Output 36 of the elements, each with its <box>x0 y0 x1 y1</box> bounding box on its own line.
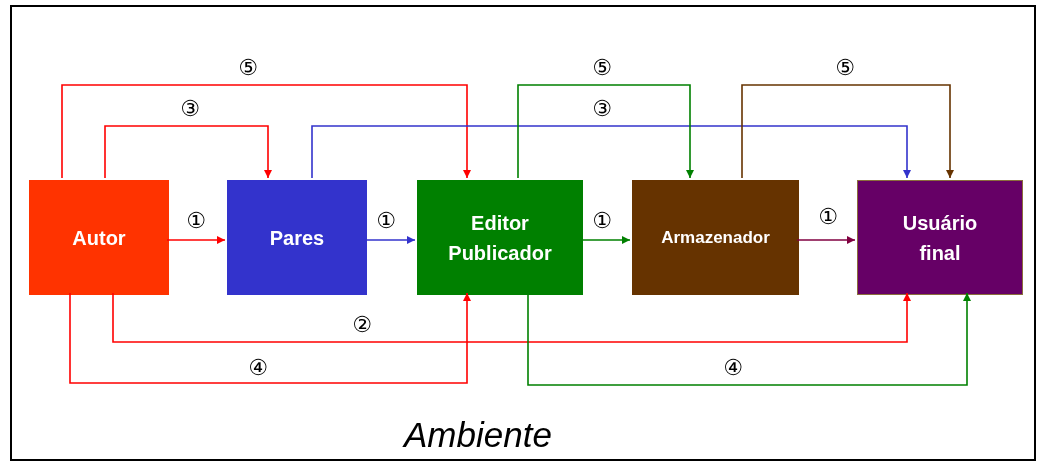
edge-label: ⑤ <box>592 57 612 79</box>
edge-label: ① <box>818 206 838 228</box>
arrow <box>741 84 954 179</box>
arrow <box>104 125 272 179</box>
box-label: Editor Publicador <box>447 210 553 266</box>
process-box <box>29 180 169 295</box>
box-label: Usuário final <box>901 210 979 266</box>
environment-title: Ambiente <box>404 416 552 455</box>
arrow <box>69 292 471 384</box>
arrow <box>311 125 911 179</box>
arrow <box>527 292 971 386</box>
box-label: Autor <box>72 225 126 251</box>
edge-label: ④ <box>248 357 268 379</box>
edge-label: ① <box>186 210 206 232</box>
edge-label: ① <box>376 210 396 232</box>
process-box <box>227 180 367 295</box>
arrow <box>364 236 416 244</box>
environment-frame <box>10 5 1036 461</box>
arrow <box>112 292 911 343</box>
arrow <box>61 84 471 179</box>
arrow <box>796 236 856 244</box>
process-box <box>857 180 1023 295</box>
edge-label: ③ <box>592 98 612 120</box>
edge-label: ⑤ <box>835 57 855 79</box>
edge-label: ② <box>352 314 372 336</box>
edge-label: ③ <box>180 98 200 120</box>
process-box <box>632 180 799 295</box>
arrow <box>517 84 694 179</box>
edge-label: ⑤ <box>238 57 258 79</box>
arrow <box>166 236 226 244</box>
arrow <box>580 236 631 244</box>
edge-label: ④ <box>723 357 743 379</box>
process-box <box>417 180 583 295</box>
edge-label: ① <box>592 210 612 232</box>
box-label: Pares <box>269 225 325 251</box>
box-label: Armazenador <box>661 226 770 249</box>
